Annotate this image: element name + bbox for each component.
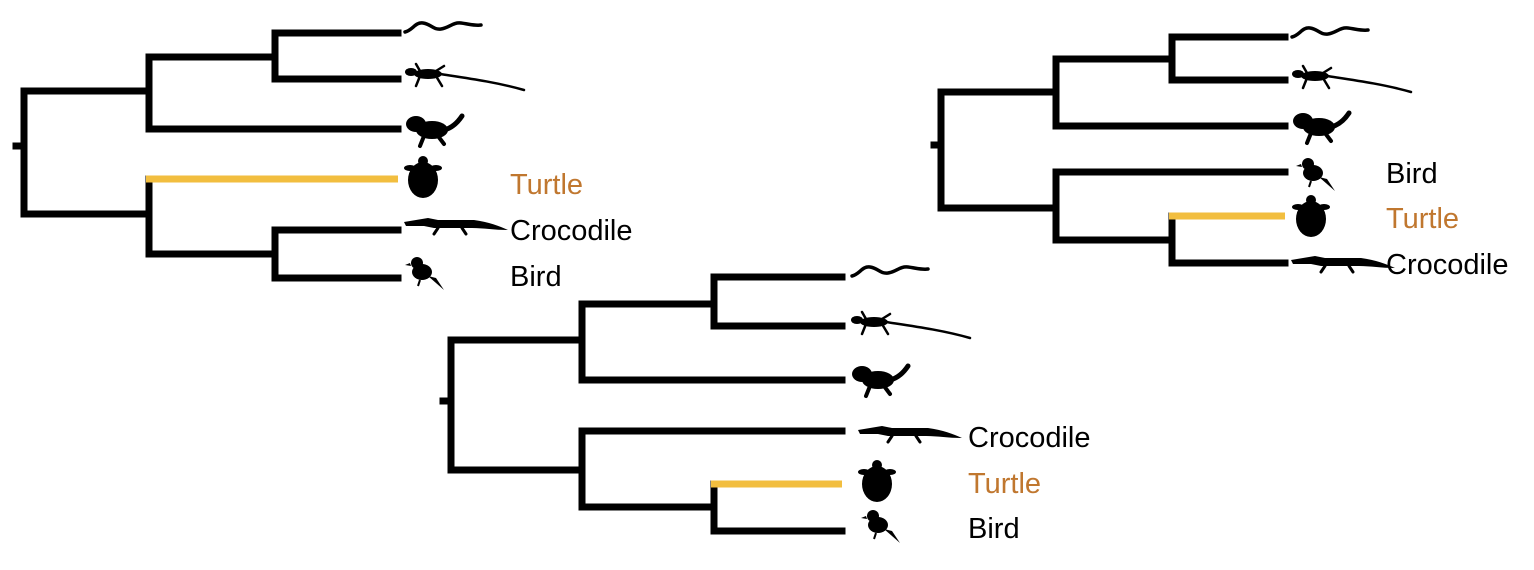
tip-label-turtle: Turtle (510, 169, 583, 201)
tip-label-turtle: Turtle (1386, 203, 1459, 235)
bird-icon (1295, 157, 1336, 192)
snake-icon (850, 265, 930, 278)
tip-label-turtle: Turtle (968, 468, 1041, 500)
tip-label-crocodile: Crocodile (968, 422, 1091, 454)
turtle-icon (404, 156, 442, 198)
snake-icon (1290, 26, 1370, 39)
tip-label-bird: Bird (1386, 158, 1438, 190)
crocodile-icon (1289, 254, 1397, 274)
tree-right: Bird Turtle Crocodile (930, 26, 1509, 281)
tip-label-crocodile: Crocodile (510, 215, 633, 247)
tip-label-bird: Bird (968, 513, 1020, 545)
turtle-icon (1292, 195, 1330, 237)
crocodile-icon (856, 424, 964, 444)
iguana-icon (406, 116, 462, 146)
snake-icon (403, 21, 483, 34)
turtle-icon (858, 460, 896, 502)
lizard-icon (403, 62, 526, 92)
iguana-icon (852, 366, 908, 396)
crocodile-icon (402, 216, 510, 236)
bird-icon (860, 509, 901, 544)
bird-icon (404, 256, 445, 291)
lizard-icon (849, 310, 972, 340)
iguana-icon (1293, 113, 1349, 143)
tip-label-crocodile: Crocodile (1386, 249, 1509, 281)
lizard-icon (1290, 64, 1413, 94)
tree-bottom: Crocodile Turtle Bird (439, 265, 1091, 545)
tip-label-bird: Bird (510, 261, 562, 293)
tree-left: Turtle Crocodile Bird (12, 21, 633, 293)
